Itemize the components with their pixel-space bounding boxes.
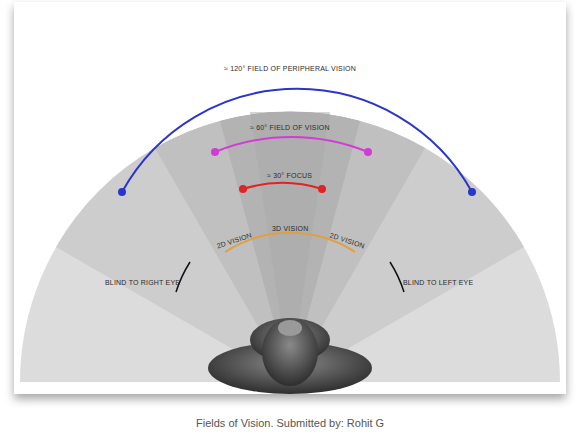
arc-dot [318,185,326,193]
arc-dot [211,148,219,156]
zone-label: 3D VISION [272,225,308,232]
focus-arc [243,183,322,189]
arc-dot [468,188,476,196]
blind-label: BLIND TO RIGHT EYE [105,279,180,286]
blind-bracket [390,262,404,292]
arc-dot [364,148,372,156]
arc-label: ≈ 120° FIELD OF PERIPHERAL VISION [224,65,356,72]
arc-dot [239,185,247,193]
arc-label: ≈ 30° FOCUS [267,172,312,179]
arc-label: ≈ 60° FIELD OF VISION [250,124,330,131]
card [14,2,566,394]
arc-dot [118,188,126,196]
peripheral-arc [122,89,472,192]
field-arc [215,137,368,152]
blind-bracket [176,262,190,292]
head-figure [208,318,372,394]
blind-label: BLIND TO LEFT EYE [403,279,473,286]
caption: Fields of Vision. Submitted by: Rohit G [196,418,384,429]
